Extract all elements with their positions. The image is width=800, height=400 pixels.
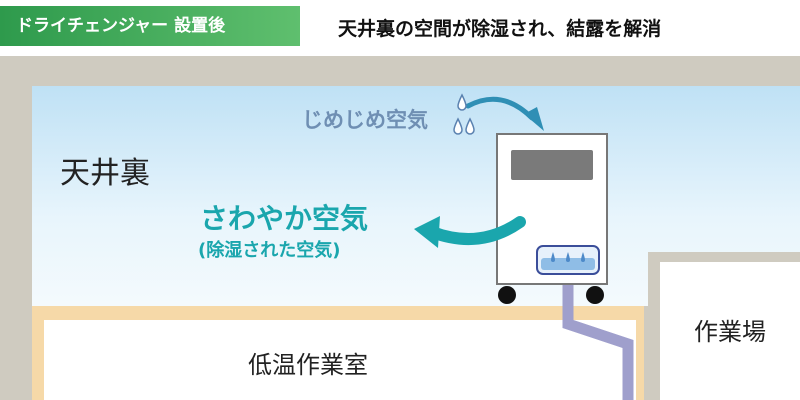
unit-display [511, 150, 593, 180]
header-bar: ドライチェンジャー 設置後 天井裏の空間が除湿され、結露を解消 [0, 0, 800, 56]
fresh-air-sublabel: (除湿された空気) [198, 240, 341, 261]
wheel-left [498, 286, 516, 304]
water-drops-icon [453, 93, 475, 135]
status-badge: ドライチェンジャー 設置後 [0, 6, 300, 46]
headline: 天井裏の空間が除湿され、結露を解消 [338, 18, 662, 40]
fresh-air-label: さわやか空気 [200, 202, 369, 235]
low-temp-room [44, 320, 636, 400]
humid-air-arrow-icon [465, 96, 535, 121]
humid-arrow-head-icon [524, 107, 544, 131]
dehumidifier-unit [496, 133, 608, 304]
fresh-arrow-head-icon [414, 216, 440, 248]
work-area [660, 262, 800, 400]
humid-air-label: じめじめ空気 [302, 108, 428, 132]
ceiling-label: 天井裏 [60, 156, 150, 191]
drain-pipe [562, 274, 634, 400]
ceiling-beam [32, 306, 644, 318]
wheel-right [586, 286, 604, 304]
work-area-label: 作業場 [694, 318, 766, 346]
fresh-air-arrow-icon [426, 216, 526, 246]
tank-water-drops-icon [551, 252, 585, 262]
low-temp-room-label: 低温作業室 [248, 351, 368, 379]
